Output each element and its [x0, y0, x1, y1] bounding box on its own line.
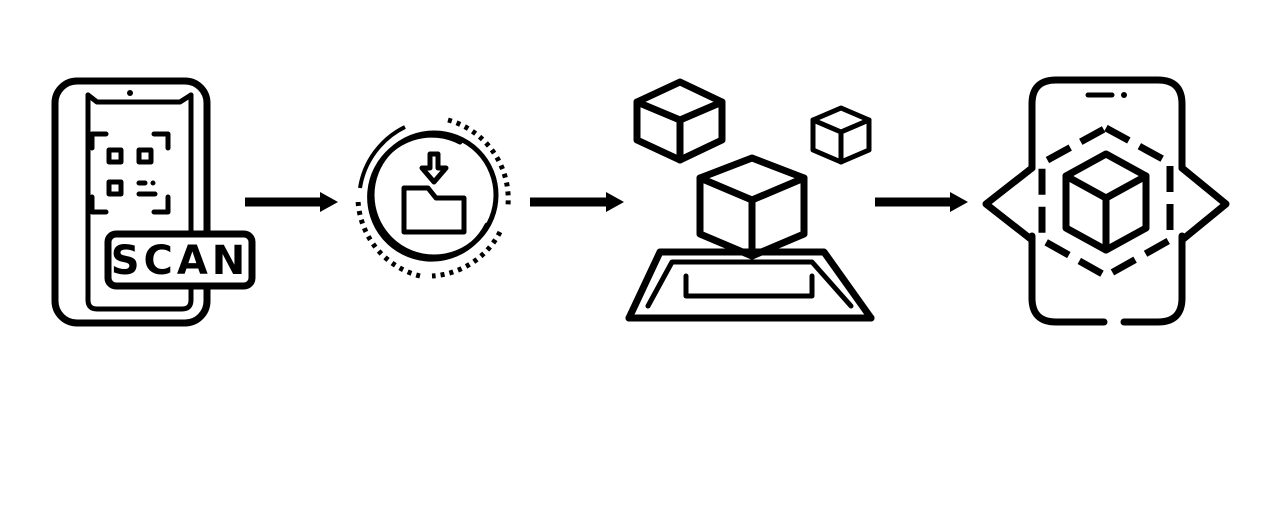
cube-icon [696, 154, 808, 260]
phone-qr-scan-icon: SCAN [51, 77, 256, 327]
cube-icon [633, 78, 726, 164]
ar-cubes-platform-icon [625, 78, 875, 322]
phone-ar-cube-icon [982, 76, 1230, 326]
folder-download-icon [355, 117, 511, 279]
cube-icon [810, 105, 872, 165]
arrow-right-icon [530, 192, 624, 212]
arrow-right-icon [245, 192, 338, 212]
scan-label: SCAN [111, 238, 250, 284]
arrow-right-icon [875, 192, 968, 212]
